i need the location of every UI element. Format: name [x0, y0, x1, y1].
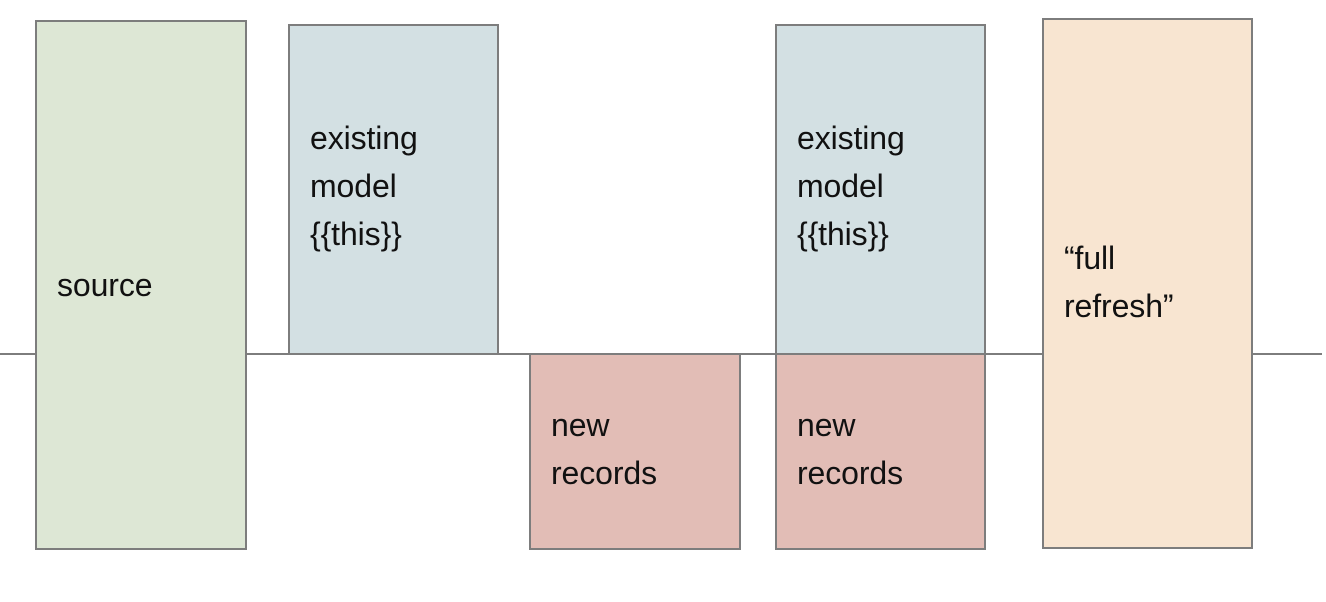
block-full-refresh-label: “full refresh”: [1064, 240, 1174, 324]
block-existing-model-2[interactable]: existing model {{this}}: [775, 24, 986, 355]
block-source[interactable]: source: [35, 20, 247, 550]
block-new-records-2[interactable]: new records: [775, 353, 986, 550]
block-existing-model-1-label: existing model {{this}}: [310, 120, 418, 252]
block-existing-model-1[interactable]: existing model {{this}}: [288, 24, 499, 355]
block-new-records-1[interactable]: new records: [529, 353, 741, 550]
block-source-label: source: [57, 267, 153, 303]
block-new-records-1-label: new records: [551, 407, 658, 491]
block-full-refresh[interactable]: “full refresh”: [1042, 18, 1253, 549]
block-new-records-2-label: new records: [797, 407, 904, 491]
block-existing-model-2-label: existing model {{this}}: [797, 120, 905, 252]
